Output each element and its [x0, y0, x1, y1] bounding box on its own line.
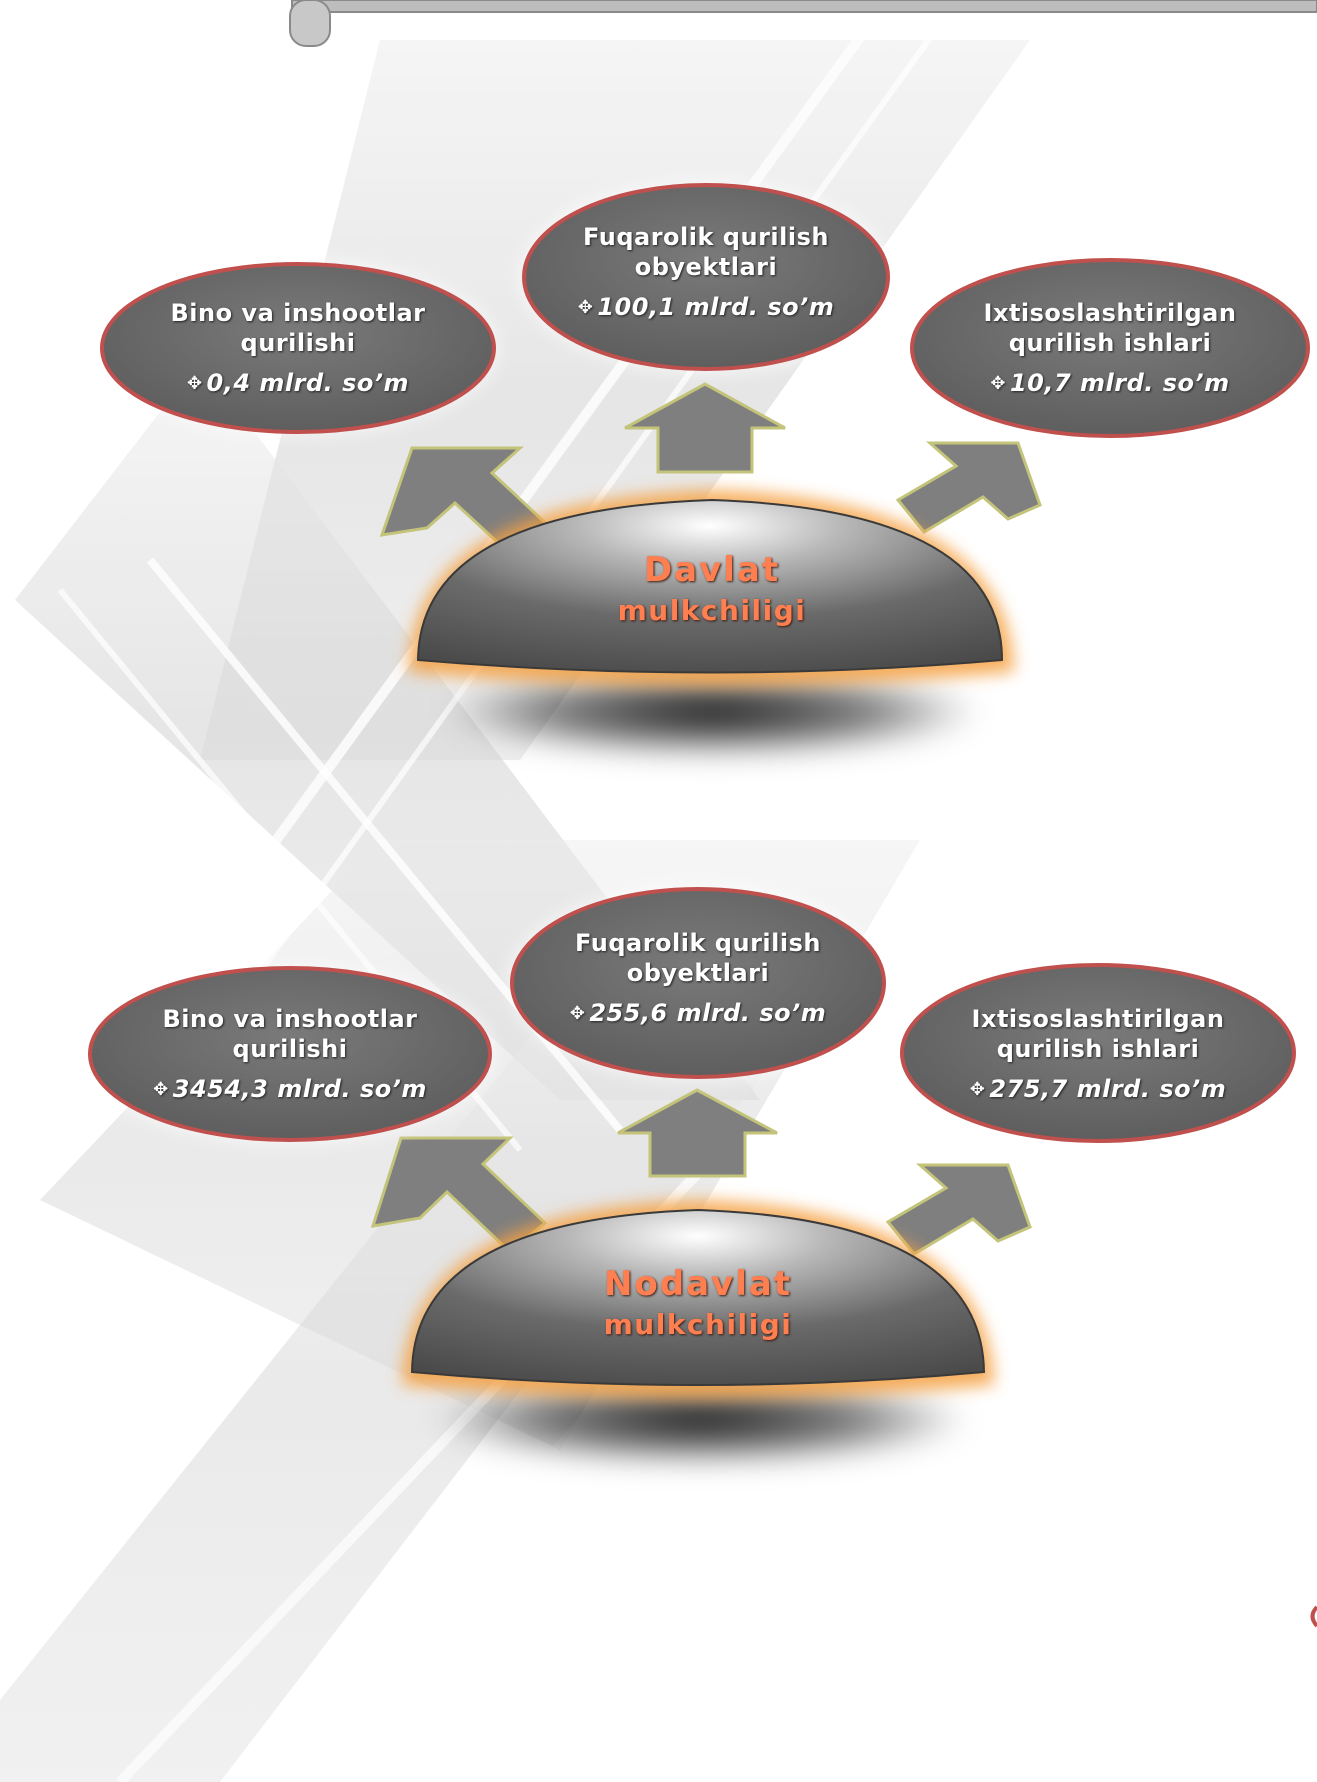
- item-ixtisos-nodavlat: Ixtisoslashtirilgan qurilish ishlari ✥27…: [908, 982, 1288, 1126]
- item-title-line1: Fuqarolik qurilish: [575, 928, 821, 957]
- edge-accent: [1310, 1605, 1317, 1628]
- item-title-line2: qurilish ishlari: [996, 1034, 1200, 1063]
- item-title-line2: qurilishi: [240, 328, 356, 357]
- item-value: ✥3454,3 mlrd. so’m: [153, 1074, 427, 1103]
- item-title-line2: qurilish ishlari: [1008, 328, 1212, 357]
- dome-title-line2: mulkchiligi: [617, 594, 807, 627]
- item-value: ✥0,4 mlrd. so’m: [186, 368, 410, 397]
- item-title-line2: obyektlari: [634, 252, 778, 281]
- group-nodavlat-shapes: [86, 885, 1298, 1465]
- dome-title-line1: Nodavlat: [603, 1264, 793, 1304]
- item-title-line1: Bino va inshootlar: [170, 298, 426, 327]
- item-value: ✥10,7 mlrd. so’m: [990, 368, 1230, 397]
- dome-title-davlat: Davlat mulkchiligi: [512, 548, 912, 630]
- dome-title-line2: mulkchiligi: [603, 1308, 793, 1341]
- dome-1: [416, 498, 1004, 674]
- diamond-bullet-icon: ✥: [990, 372, 1006, 394]
- item-title-line1: Bino va inshootlar: [162, 1004, 418, 1033]
- arrow-up-center-2: [617, 1088, 778, 1178]
- arrow-up-right-1: [895, 441, 1042, 534]
- item-value: ✥100,1 mlrd. so’m: [577, 292, 835, 321]
- diamond-bullet-icon: ✥: [186, 372, 203, 394]
- ellipse-1-3: [910, 258, 1310, 438]
- item-bino-nodavlat: Bino va inshootlar qurilishi ✥3454,3 mlr…: [100, 982, 480, 1126]
- item-title-line2: qurilishi: [232, 1034, 348, 1063]
- item-ixtisos-davlat: Ixtisoslashtirilgan qurilish ishlari ✥10…: [920, 276, 1300, 420]
- header-bar: [289, 0, 1317, 47]
- diamond-bullet-icon: ✥: [969, 1078, 986, 1100]
- dome-title-nodavlat: Nodavlat mulkchiligi: [498, 1262, 898, 1344]
- item-title-line1: Ixtisoslashtirilgan: [983, 298, 1237, 327]
- diamond-bullet-icon: ✥: [153, 1078, 169, 1100]
- group-davlat-shapes: [98, 181, 1312, 757]
- arrow-up-center-1: [624, 382, 786, 474]
- diamond-bullet-icon: ✥: [577, 296, 594, 318]
- dome-2: [410, 1208, 986, 1386]
- item-fuqarolik-nodavlat: Fuqarolik qurilish obyektlari ✥255,6 mlr…: [508, 906, 888, 1050]
- item-fuqarolik-davlat: Fuqarolik qurilish obyektlari ✥100,1 mlr…: [516, 200, 896, 344]
- ellipse-2-3: [900, 963, 1296, 1143]
- item-title-line1: Fuqarolik qurilish: [583, 222, 829, 251]
- ellipse-1-1: [100, 262, 496, 434]
- item-title-line2: obyektlari: [626, 958, 770, 987]
- item-value: ✥275,7 mlrd. so’m: [969, 1074, 1227, 1103]
- ellipse-1-2: [522, 183, 890, 371]
- diamond-bullet-icon: ✥: [569, 1002, 586, 1024]
- item-value: ✥255,6 mlrd. so’m: [569, 998, 827, 1027]
- ellipse-2-2: [510, 887, 886, 1079]
- arrow-up-right-2: [885, 1163, 1032, 1256]
- item-title-line1: Ixtisoslashtirilgan: [971, 1004, 1225, 1033]
- item-bino-davlat: Bino va inshootlar qurilishi ✥0,4 mlrd. …: [108, 276, 488, 420]
- dome-title-line1: Davlat: [643, 550, 781, 590]
- ellipse-2-1: [88, 966, 492, 1142]
